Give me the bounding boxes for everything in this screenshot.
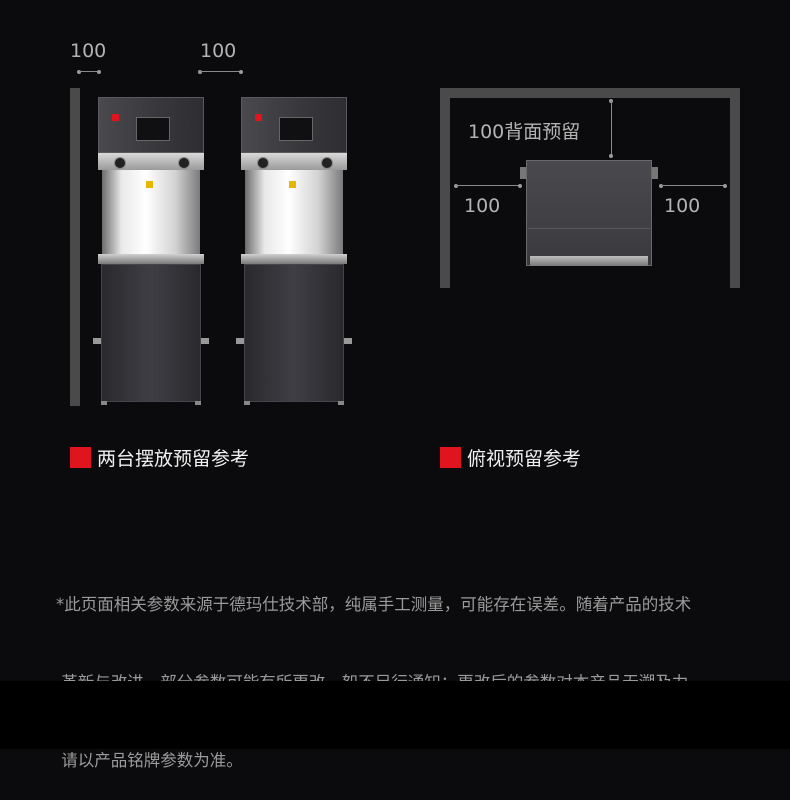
brand-logo bbox=[112, 114, 119, 121]
dim-dot bbox=[239, 70, 243, 74]
top-view-back-wall bbox=[440, 88, 740, 98]
foot bbox=[195, 401, 201, 405]
warning-icon bbox=[289, 181, 296, 188]
back-gap-label: 100背面预留 bbox=[468, 121, 581, 143]
disclaimer-line-3: 请以产品铭牌参数为准。 bbox=[56, 751, 243, 770]
tap-knob bbox=[114, 157, 126, 169]
dim-line-side-left bbox=[456, 185, 520, 186]
top-view-seam bbox=[528, 228, 650, 229]
side-pipe bbox=[201, 338, 209, 344]
dim-line-back bbox=[611, 100, 612, 155]
dim-line-left bbox=[79, 71, 99, 72]
dim-dot bbox=[609, 154, 613, 158]
drip-ledge bbox=[98, 254, 204, 264]
top-view-right-wall bbox=[730, 88, 740, 288]
foot bbox=[244, 401, 250, 405]
dispenser-top-view bbox=[526, 160, 652, 266]
side-pipe bbox=[344, 338, 352, 344]
dim-dot bbox=[659, 184, 663, 188]
side-right-label: 100 bbox=[664, 195, 701, 217]
side-pipe bbox=[236, 338, 244, 344]
side-by-side-title: 两台摆放预留参考 bbox=[70, 444, 249, 471]
dim-dot bbox=[77, 70, 81, 74]
foot bbox=[101, 401, 107, 405]
foot bbox=[338, 401, 344, 405]
side-left-label: 100 bbox=[464, 195, 501, 217]
dim-line-side-right bbox=[661, 185, 725, 186]
cabinet-base bbox=[244, 264, 344, 402]
water-dispenser-2 bbox=[236, 97, 352, 405]
dim-dot bbox=[198, 70, 202, 74]
display-screen bbox=[279, 117, 313, 141]
top-view-front-lip bbox=[530, 256, 648, 266]
dim-dot bbox=[454, 184, 458, 188]
gap-left-label: 100 bbox=[70, 40, 107, 62]
top-view-title: 俯视预留参考 bbox=[440, 444, 581, 471]
tap-knob bbox=[321, 157, 333, 169]
top-view-pipe bbox=[520, 167, 526, 179]
cabinet-base bbox=[101, 264, 201, 402]
top-view-title-text: 俯视预留参考 bbox=[467, 448, 582, 470]
top-view-left-wall bbox=[440, 88, 450, 288]
red-square-icon bbox=[70, 447, 91, 468]
dim-dot bbox=[518, 184, 522, 188]
side-wall bbox=[70, 88, 80, 406]
disclaimer-line-1: *此页面相关参数来源于德玛仕技术部，纯属手工测量，可能存在误差。随着产品的技术 bbox=[56, 595, 692, 614]
dim-line-between bbox=[200, 71, 241, 72]
red-square-icon bbox=[440, 447, 461, 468]
side-by-side-title-text: 两台摆放预留参考 bbox=[97, 448, 250, 470]
brand-logo bbox=[255, 114, 262, 121]
water-dispenser-1 bbox=[93, 97, 209, 405]
tap-knob bbox=[257, 157, 269, 169]
tap-knob bbox=[178, 157, 190, 169]
side-pipe bbox=[93, 338, 101, 344]
dim-dot bbox=[97, 70, 101, 74]
drip-ledge bbox=[241, 254, 347, 264]
dim-dot bbox=[723, 184, 727, 188]
display-screen bbox=[136, 117, 170, 141]
warning-icon bbox=[146, 181, 153, 188]
top-view-pipe bbox=[652, 167, 658, 179]
bottom-band bbox=[0, 681, 790, 749]
gap-between-label: 100 bbox=[200, 40, 237, 62]
disclaimer: *此页面相关参数来源于德玛仕技术部，纯属手工测量，可能存在误差。随着产品的技术 … bbox=[56, 540, 756, 800]
